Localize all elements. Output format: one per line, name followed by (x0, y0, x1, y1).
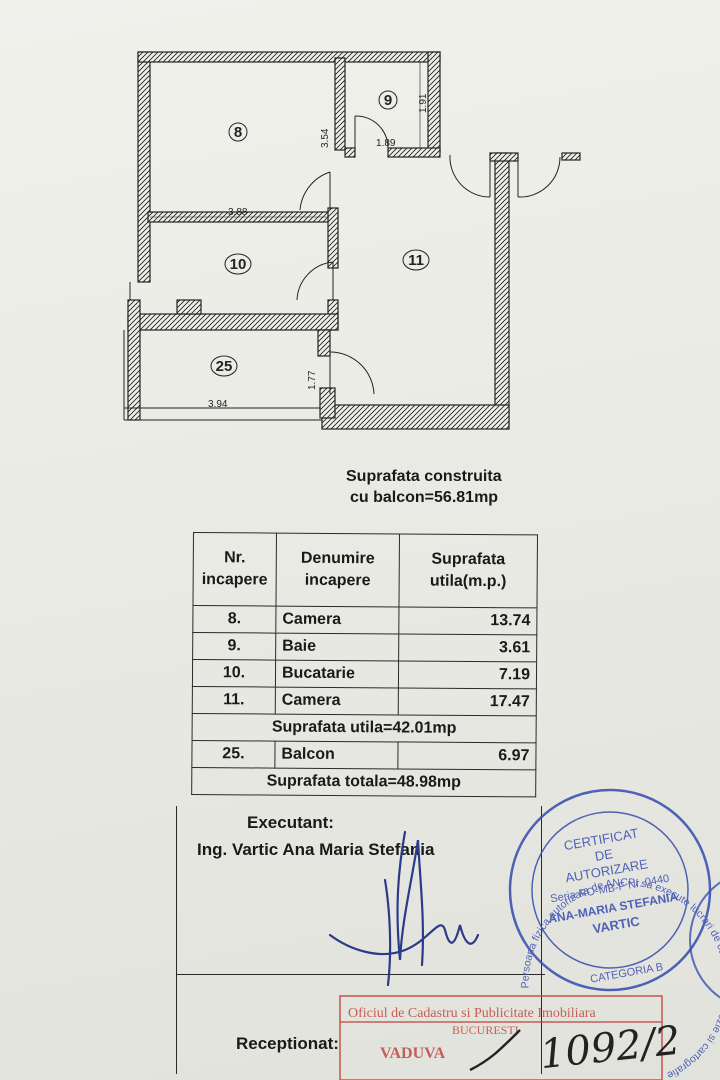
room-outlines (123, 282, 322, 421)
built-area-line-2: cu balcon=56.81mp (350, 489, 499, 506)
svg-text:8: 8 (234, 124, 242, 141)
partial-edge-stamp (689, 881, 720, 999)
built-area-line-1: Suprafata construita (346, 468, 502, 485)
built-area-summary: Suprafata construita cu balcon=56.81mp (346, 466, 502, 508)
room-number-8: 8 (228, 122, 248, 142)
svg-text:11: 11 (408, 252, 424, 269)
floor-plan: 8 9 10 11 25 1.91 1.89 3.54 3.88 1.77 3.… (123, 51, 581, 430)
svg-text:10: 10 (230, 256, 247, 273)
svg-text:3.54: 3.54 (320, 128, 331, 148)
handwritten-number: 1092/2 (538, 1018, 683, 1078)
handwritten-stroke (469, 1029, 521, 1072)
svg-text:1.77: 1.77 (307, 370, 318, 390)
room-number-11: 11 (402, 249, 430, 271)
door-swings (296, 115, 561, 395)
signature-box (176, 806, 545, 1074)
dimension-labels: 1.91 1.89 3.54 3.88 1.77 3.94 (150, 62, 429, 410)
svg-text:1.89: 1.89 (376, 138, 396, 149)
signature-divider (177, 974, 545, 975)
svg-text:DE: DE (594, 846, 615, 864)
svg-text:BUCURESTI: BUCURESTI (452, 1023, 519, 1037)
room-number-10: 10 (224, 253, 252, 275)
svg-text:3.88: 3.88 (228, 207, 248, 218)
executant-signature (328, 830, 480, 987)
svg-text:25: 25 (216, 358, 233, 375)
receptionat-label: Receptionat: (236, 1034, 339, 1053)
room-number-9: 9 (378, 90, 398, 110)
svg-text:Oficiul de Cadastru si Publici: Oficiul de Cadastru si Publicitate Imobi… (348, 1006, 596, 1021)
svg-text:CATEGORIA B: CATEGORIA B (589, 961, 664, 986)
executant-name: Ing. Vartic Ana Maria Stefania (197, 840, 435, 859)
svg-text:9: 9 (384, 92, 392, 109)
svg-text:VADUVA: VADUVA (380, 1045, 446, 1062)
red-registry-stamp: Oficiul de Cadastru si Publicitate Imobi… (339, 995, 663, 1080)
executant-label: Executant: (247, 813, 334, 832)
svg-text:1.91: 1.91 (418, 93, 429, 113)
svg-text:3.94: 3.94 (208, 399, 228, 410)
room-number-25: 25 (210, 355, 238, 377)
